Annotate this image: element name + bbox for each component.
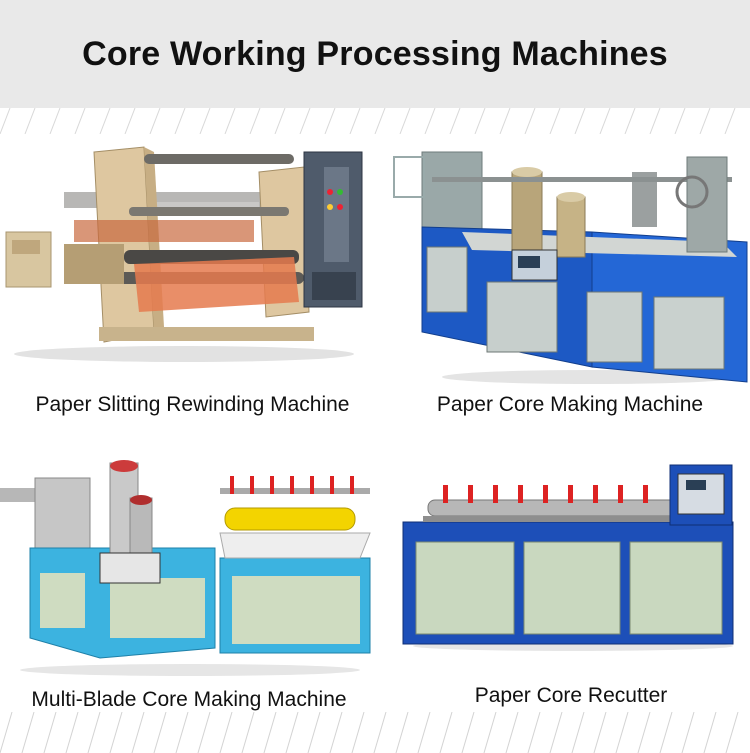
caption-multi-blade: Multi-Blade Core Making Machine [31,688,347,711]
caption-core-making: Paper Core Making Machine [436,393,704,416]
caption-core-recutter: Paper Core Recutter [474,684,668,707]
caption-slitting-rewinding: Paper Slitting Rewinding Machine [35,393,350,416]
multi-blade-core-machine-image [0,458,378,678]
core-recutter-image [398,460,744,652]
core-making-machine-image [392,132,750,387]
decorative-stripe-pattern [0,108,736,134]
decorative-stripe-pattern-bottom [0,712,739,753]
page-header: Core Working Processing Machines [0,0,750,108]
slitting-rewinding-machine-image [4,132,376,364]
page-title: Core Working Processing Machines [82,34,668,73]
